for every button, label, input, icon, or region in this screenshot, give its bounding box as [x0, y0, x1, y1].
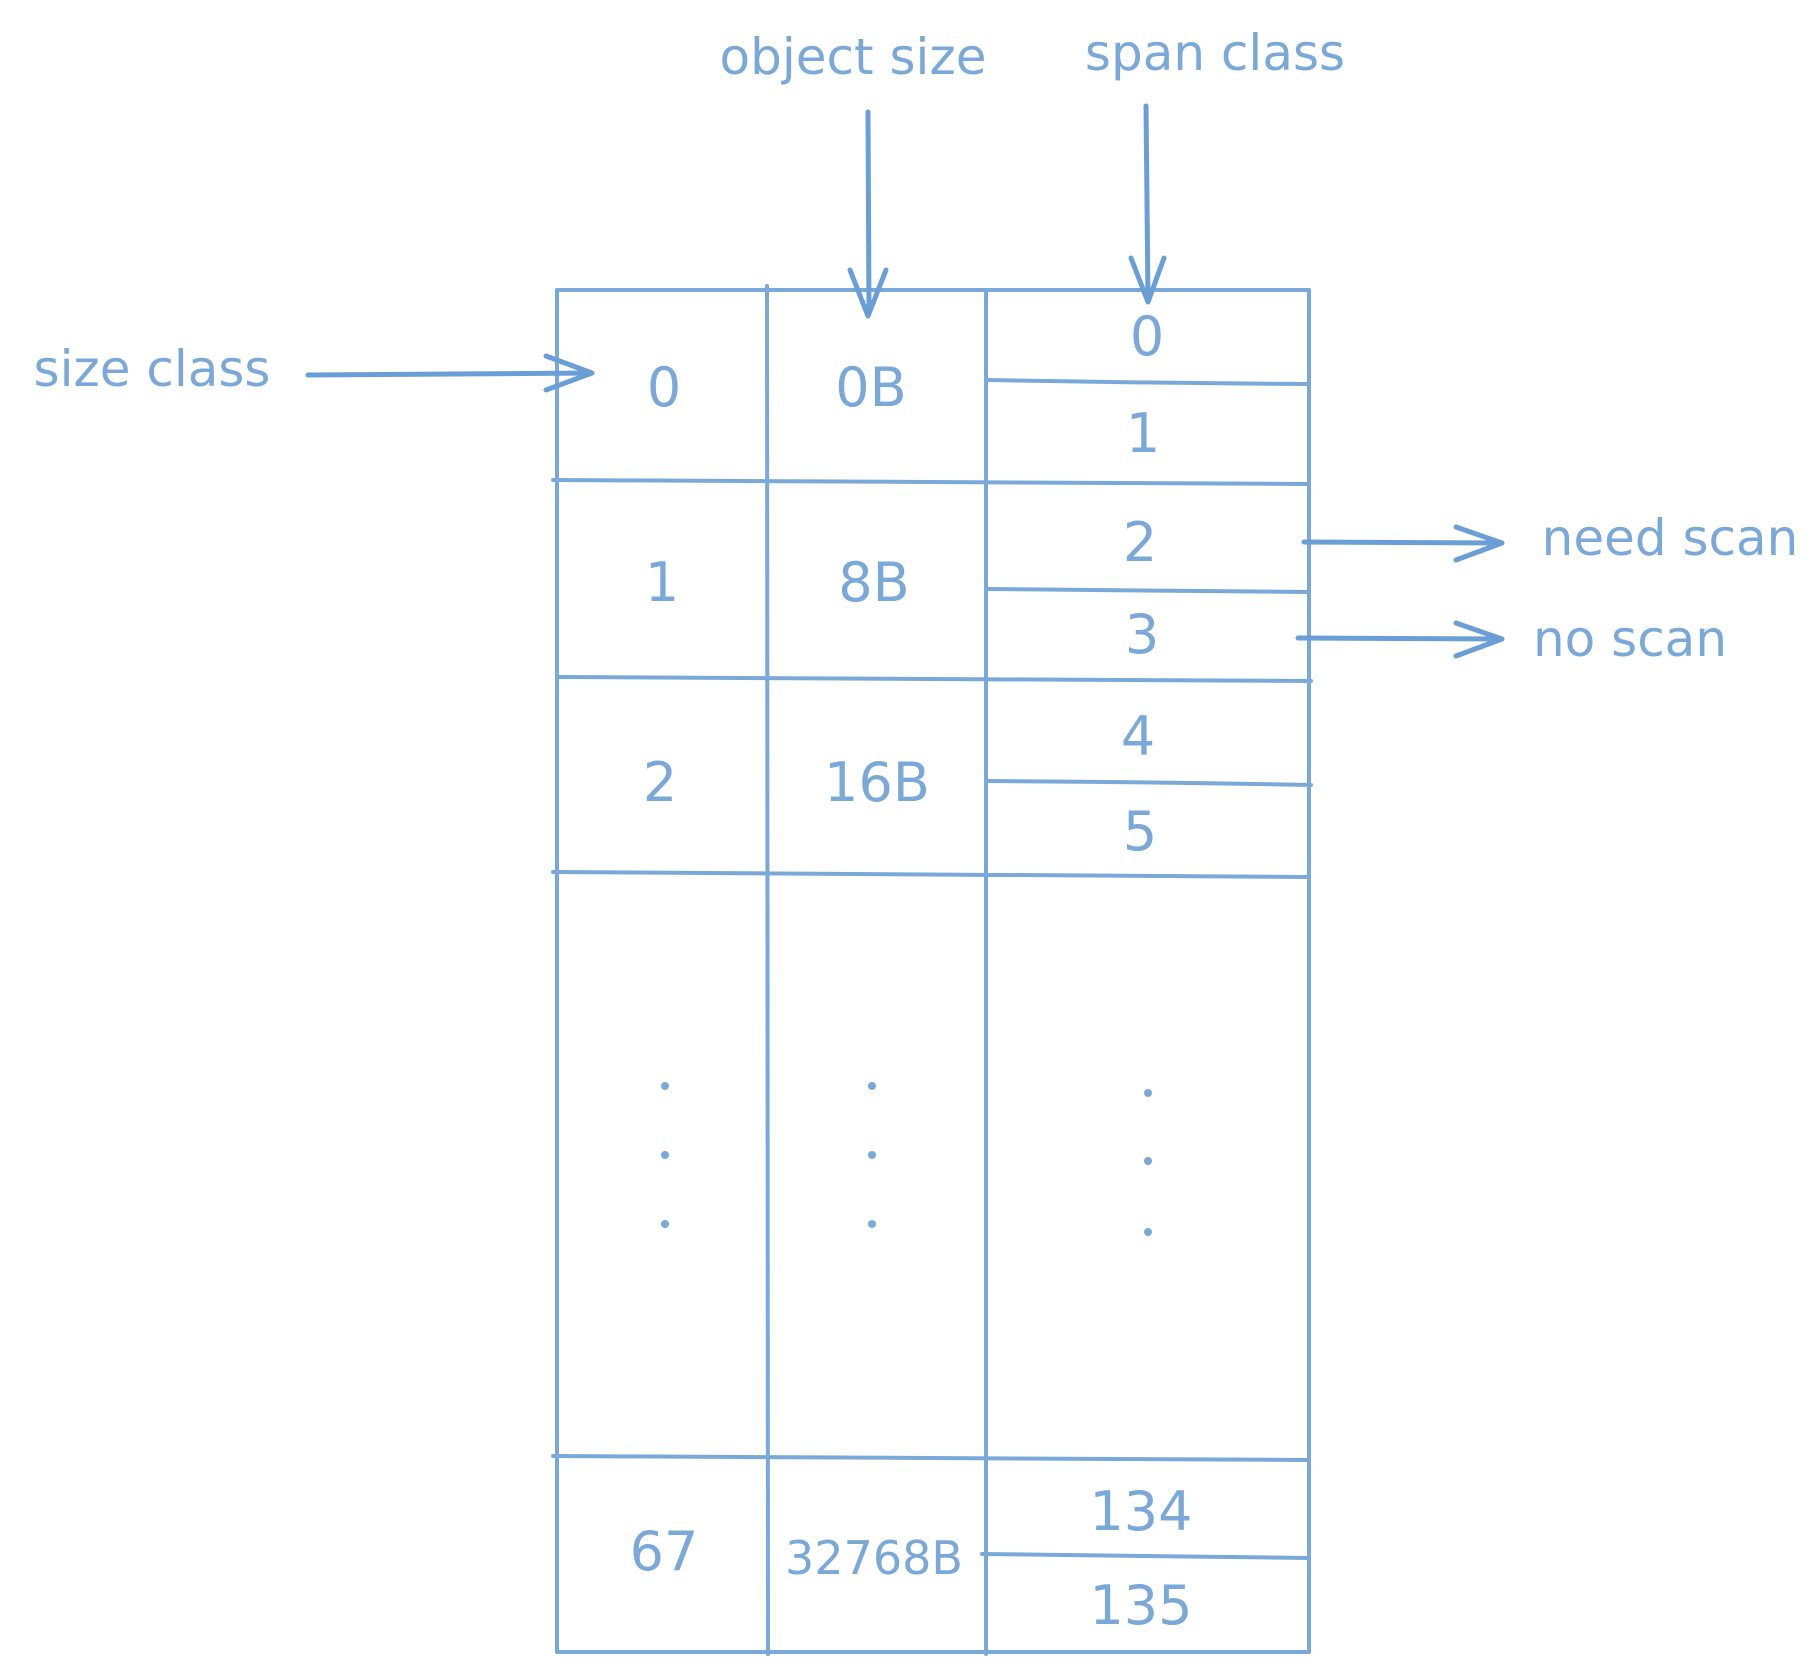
span-divider-row-2 [984, 587, 1311, 594]
span-class-cell: 3 [1125, 603, 1159, 666]
object-size-arrow [847, 109, 889, 319]
span-class-arrow [1128, 103, 1167, 305]
size-class-cell: 2 [643, 751, 677, 814]
size-class-cell: 1 [645, 551, 679, 614]
table-grid [551, 284, 1313, 1656]
no-scan-label: no scan [1533, 610, 1727, 668]
need-scan-label: need scan [1542, 509, 1799, 567]
object-size-label: object size [720, 28, 987, 86]
span-class-label: span class [1085, 24, 1345, 82]
span-class-cell: 2 [1123, 511, 1157, 574]
column-divider-1 [765, 284, 770, 1656]
object-size-cell: 32768B [785, 1531, 963, 1585]
row-divider-3 [551, 870, 1311, 879]
size-class-cell: 67 [630, 1520, 699, 1583]
span-class-cell: 5 [1123, 800, 1157, 863]
span-class-cell: 4 [1121, 705, 1155, 768]
size-class-arrow [305, 353, 595, 393]
span-class-cell: 0 [1130, 305, 1164, 368]
row-divider-4 [551, 1454, 1311, 1462]
ellipsis-span-class [1144, 1089, 1152, 1236]
span-class-cell: 135 [1089, 1574, 1192, 1637]
object-size-cell: 8B [838, 551, 909, 614]
span-class-cell: 1 [1126, 402, 1160, 465]
ellipsis-size-class [661, 1082, 669, 1228]
table-border [555, 288, 1311, 1654]
need-scan-arrow [1301, 524, 1505, 563]
size-class-cell: 0 [647, 356, 681, 419]
object-size-cell: 16B [824, 751, 930, 814]
span-divider-row-3 [984, 779, 1313, 787]
size-class-label: size class [34, 340, 271, 398]
span-divider-row-1 [984, 378, 1311, 386]
ellipsis-object-size [868, 1082, 876, 1228]
row-divider-1 [551, 478, 1311, 486]
span-class-cell: 134 [1089, 1480, 1192, 1543]
span-divider-row-4 [980, 1552, 1311, 1560]
no-scan-arrow [1295, 620, 1505, 659]
row-divider-2 [555, 675, 1313, 683]
object-size-cell: 0B [835, 356, 906, 419]
